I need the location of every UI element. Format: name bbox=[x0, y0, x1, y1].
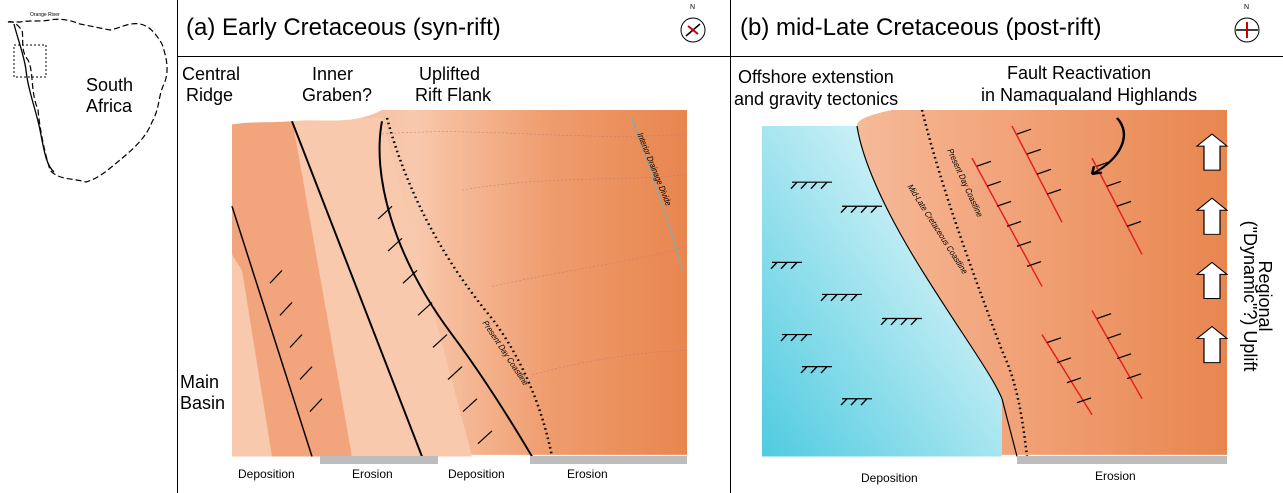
contour-2 bbox=[461, 173, 688, 191]
present-coastline-a bbox=[385, 117, 554, 457]
erosion-bar-b bbox=[1017, 456, 1227, 464]
compass-b bbox=[1234, 17, 1260, 43]
inner-graben bbox=[292, 118, 472, 457]
fault-callout-arrow bbox=[1090, 117, 1126, 176]
compass-b-north: N bbox=[1244, 4, 1250, 11]
main-basin-label-2: Basin bbox=[180, 393, 226, 413]
present-coastline-b bbox=[920, 109, 1029, 457]
erosion-bar-a2 bbox=[530, 456, 687, 464]
inner-graben-label-2: Graben? bbox=[302, 85, 373, 105]
drainage-divide bbox=[631, 117, 683, 271]
fault-reactivation-label-2: in Namaqualand Highlands bbox=[981, 85, 1198, 105]
panel-b-title: (b) mid-Late Cretaceous (post-rift) bbox=[740, 14, 1102, 41]
panel-b-deposition: Deposition bbox=[861, 471, 918, 485]
uplift-label-2: ("Dynamic"?) Uplift bbox=[1240, 220, 1260, 372]
offshore-label-1: Offshore extenstion bbox=[738, 67, 894, 87]
central-ridge bbox=[232, 118, 352, 457]
panel-divider bbox=[730, 0, 731, 493]
rift-flank-label-2: Rift Flank bbox=[415, 85, 492, 105]
central-ridge-label-1: Central bbox=[182, 64, 241, 84]
compass-a-north: N bbox=[690, 4, 696, 11]
offshore-label-2: and gravity tectonics bbox=[734, 89, 899, 109]
inner-graben-label-1: Inner bbox=[312, 64, 354, 84]
fault-reactivation-label-1: Fault Reactivation bbox=[1007, 63, 1152, 83]
country-label-2: Africa bbox=[86, 96, 133, 116]
white-corner bbox=[762, 110, 892, 127]
panel-a-deposition-2: Deposition bbox=[448, 467, 505, 481]
offshore-area bbox=[762, 126, 1002, 457]
mid-late-coastline bbox=[856, 125, 1018, 457]
fault-main bbox=[291, 120, 423, 457]
inset-divider bbox=[177, 0, 178, 493]
rift-flank-label-1: Uplifted bbox=[419, 64, 481, 84]
panel-a-title: (a) Early Cretaceous (syn-rift) bbox=[186, 14, 501, 41]
inset-map bbox=[7, 18, 168, 183]
river-label: Orange River bbox=[30, 12, 60, 18]
erosion-bar-a1 bbox=[320, 456, 438, 464]
main-basin-label-1: Main bbox=[180, 372, 220, 392]
title-underline-b bbox=[730, 56, 1283, 57]
fault-west bbox=[231, 206, 313, 457]
panel-a-erosion-2: Erosion bbox=[567, 467, 608, 481]
contour-1 bbox=[381, 131, 688, 137]
white-top bbox=[232, 110, 382, 125]
uplift-arrows bbox=[1195, 133, 1229, 364]
panel-a-erosion-1: Erosion bbox=[352, 467, 393, 481]
panel-a-diagram: Present Day Coastline Interior Drainage … bbox=[231, 110, 688, 457]
basin-band bbox=[232, 254, 272, 457]
south-africa-outline bbox=[7, 18, 168, 183]
title-underline-a bbox=[177, 56, 730, 57]
reactivated-faults bbox=[971, 125, 1143, 416]
country-label-1: South bbox=[86, 75, 134, 95]
south-africa-coast bbox=[13, 23, 55, 173]
offshore-faults bbox=[770, 181, 922, 406]
panel-a-deposition-1: Deposition bbox=[238, 467, 295, 481]
contour-3 bbox=[491, 246, 688, 287]
fault-east bbox=[378, 121, 533, 457]
fault-ticks-a bbox=[269, 205, 493, 444]
central-ridge-label-2: Ridge bbox=[186, 85, 234, 105]
contour-4 bbox=[531, 350, 688, 375]
panel-b-erosion: Erosion bbox=[1095, 469, 1136, 483]
study-area-box bbox=[13, 44, 47, 78]
compass-a bbox=[680, 17, 706, 43]
panel-b-diagram: Mid-Late Cretaceous Coastline Present Da… bbox=[762, 109, 1229, 457]
